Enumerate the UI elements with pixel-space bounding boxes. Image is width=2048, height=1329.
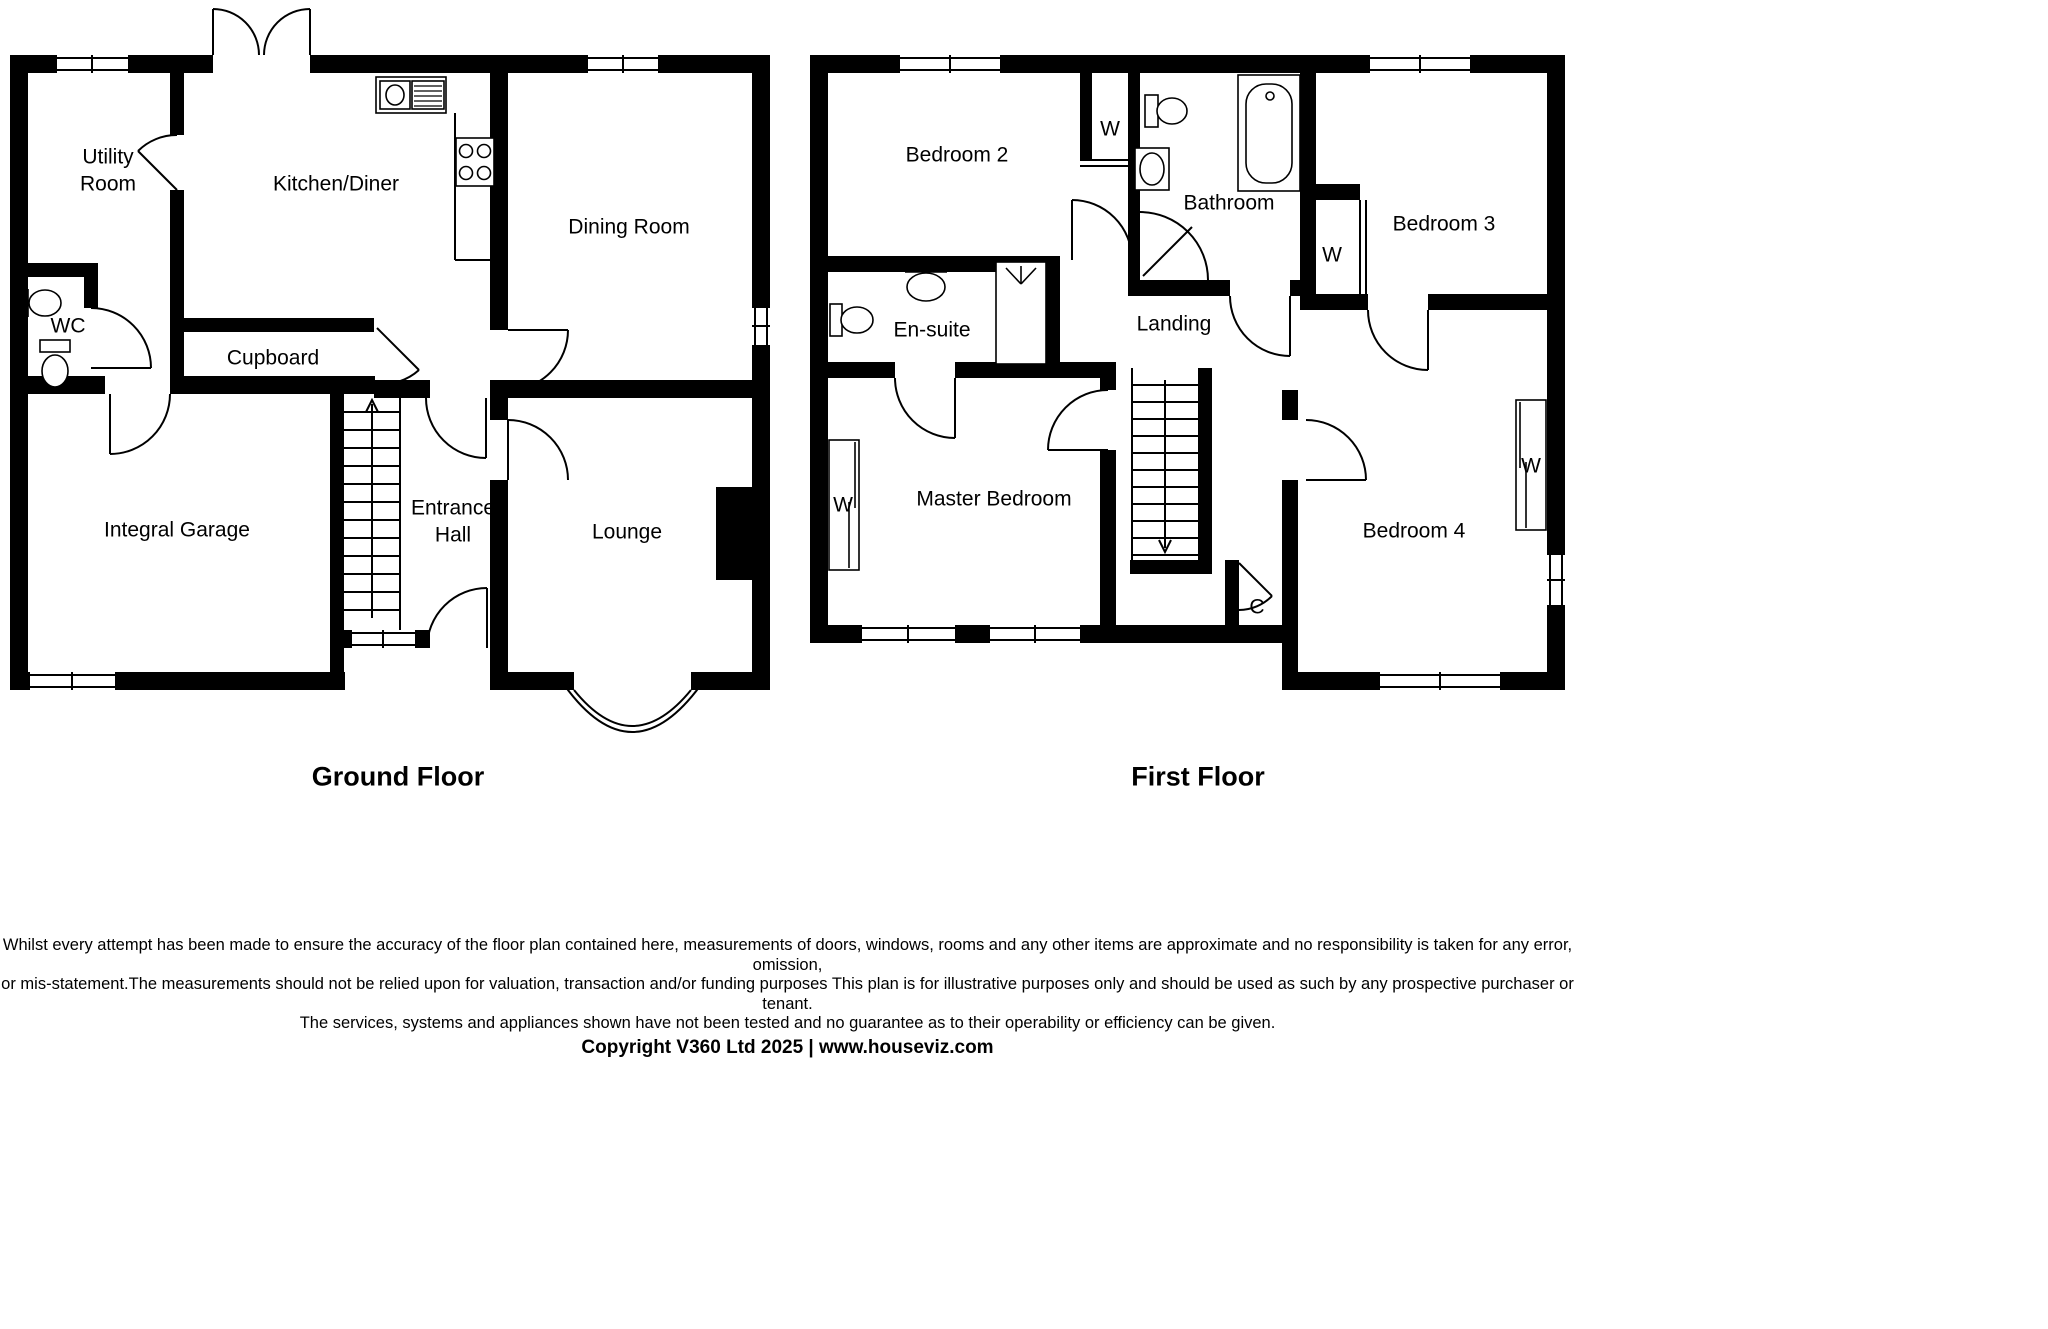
first-walls	[810, 55, 1565, 690]
ground-doors	[90, 8, 569, 649]
room-label-lounge: Lounge	[591, 520, 663, 544]
ensuite-sink-icon	[905, 271, 947, 302]
ground-windows	[30, 55, 770, 690]
ensuite-toilet-icon	[829, 303, 874, 337]
bath-icon	[1237, 74, 1301, 192]
footer: Whilst every attempt has been made to en…	[0, 936, 1575, 1057]
ground-floor-drawing	[10, 8, 770, 733]
first-doors	[894, 199, 1429, 611]
wardrobe-bedroom4	[1515, 399, 1547, 531]
wc-sink-icon	[27, 289, 62, 317]
stairs-first	[1131, 368, 1198, 560]
annotation-wardrobe-bedroom2: W	[1100, 117, 1120, 141]
wc-toilet-icon	[39, 339, 71, 388]
annotation-cupboard-c: C	[1249, 595, 1265, 619]
ground-walls	[10, 55, 770, 690]
shower-icon	[1139, 211, 1209, 281]
bay-window	[564, 685, 701, 733]
room-label-kitchen-diner: Kitchen/Diner	[272, 172, 400, 196]
room-label-bedroom2: Bedroom 2	[905, 143, 1009, 167]
room-label-cupboard: Cupboard	[226, 346, 320, 370]
fireplace	[716, 487, 752, 580]
first-floor-drawing	[810, 55, 1565, 690]
room-label-utility-room: Utility Room	[79, 145, 137, 196]
hob-icon	[455, 137, 495, 187]
first-floor-title: First Floor	[1131, 761, 1265, 792]
closet-doors	[1080, 159, 1367, 310]
annotation-wardrobe-master: W	[833, 493, 853, 517]
copyright-text: Copyright V360 Ltd 2025 | www.houseviz.c…	[581, 1036, 994, 1058]
annotation-wardrobe-bedroom4: W	[1521, 454, 1541, 478]
annotation-wardrobe-bedroom3: W	[1322, 243, 1342, 267]
disclaimer-line2: or mis-statement.The measurements should…	[1, 975, 1574, 1013]
kitchen-sink-icon	[375, 76, 447, 114]
stairs-ground	[344, 394, 401, 630]
room-label-dining-room: Dining Room	[568, 215, 690, 239]
room-label-master-bedroom: Master Bedroom	[916, 487, 1072, 511]
first-windows	[862, 55, 1565, 690]
bathroom-toilet-icon	[1144, 94, 1188, 128]
wardrobe-master	[828, 439, 860, 571]
room-label-wc: WC	[50, 314, 86, 338]
room-label-en-suite: En-suite	[893, 318, 971, 342]
ensuite-shower-icon	[995, 261, 1047, 365]
disclaimer-line3: The services, systems and appliances sho…	[299, 1014, 1276, 1032]
room-label-bathroom: Bathroom	[1183, 191, 1275, 215]
room-label-integral-garage: Integral Garage	[104, 518, 250, 542]
room-label-landing: Landing	[1136, 312, 1212, 336]
room-label-bedroom4: Bedroom 4	[1362, 519, 1466, 543]
room-label-bedroom3: Bedroom 3	[1392, 212, 1496, 236]
room-label-entrance-hall: Entrance Hall	[410, 496, 496, 547]
kitchen-counter	[454, 113, 490, 261]
disclaimer-line1: Whilst every attempt has been made to en…	[2, 936, 1573, 974]
ground-floor-title: Ground Floor	[311, 761, 485, 792]
bathroom-sink-icon	[1134, 147, 1170, 191]
